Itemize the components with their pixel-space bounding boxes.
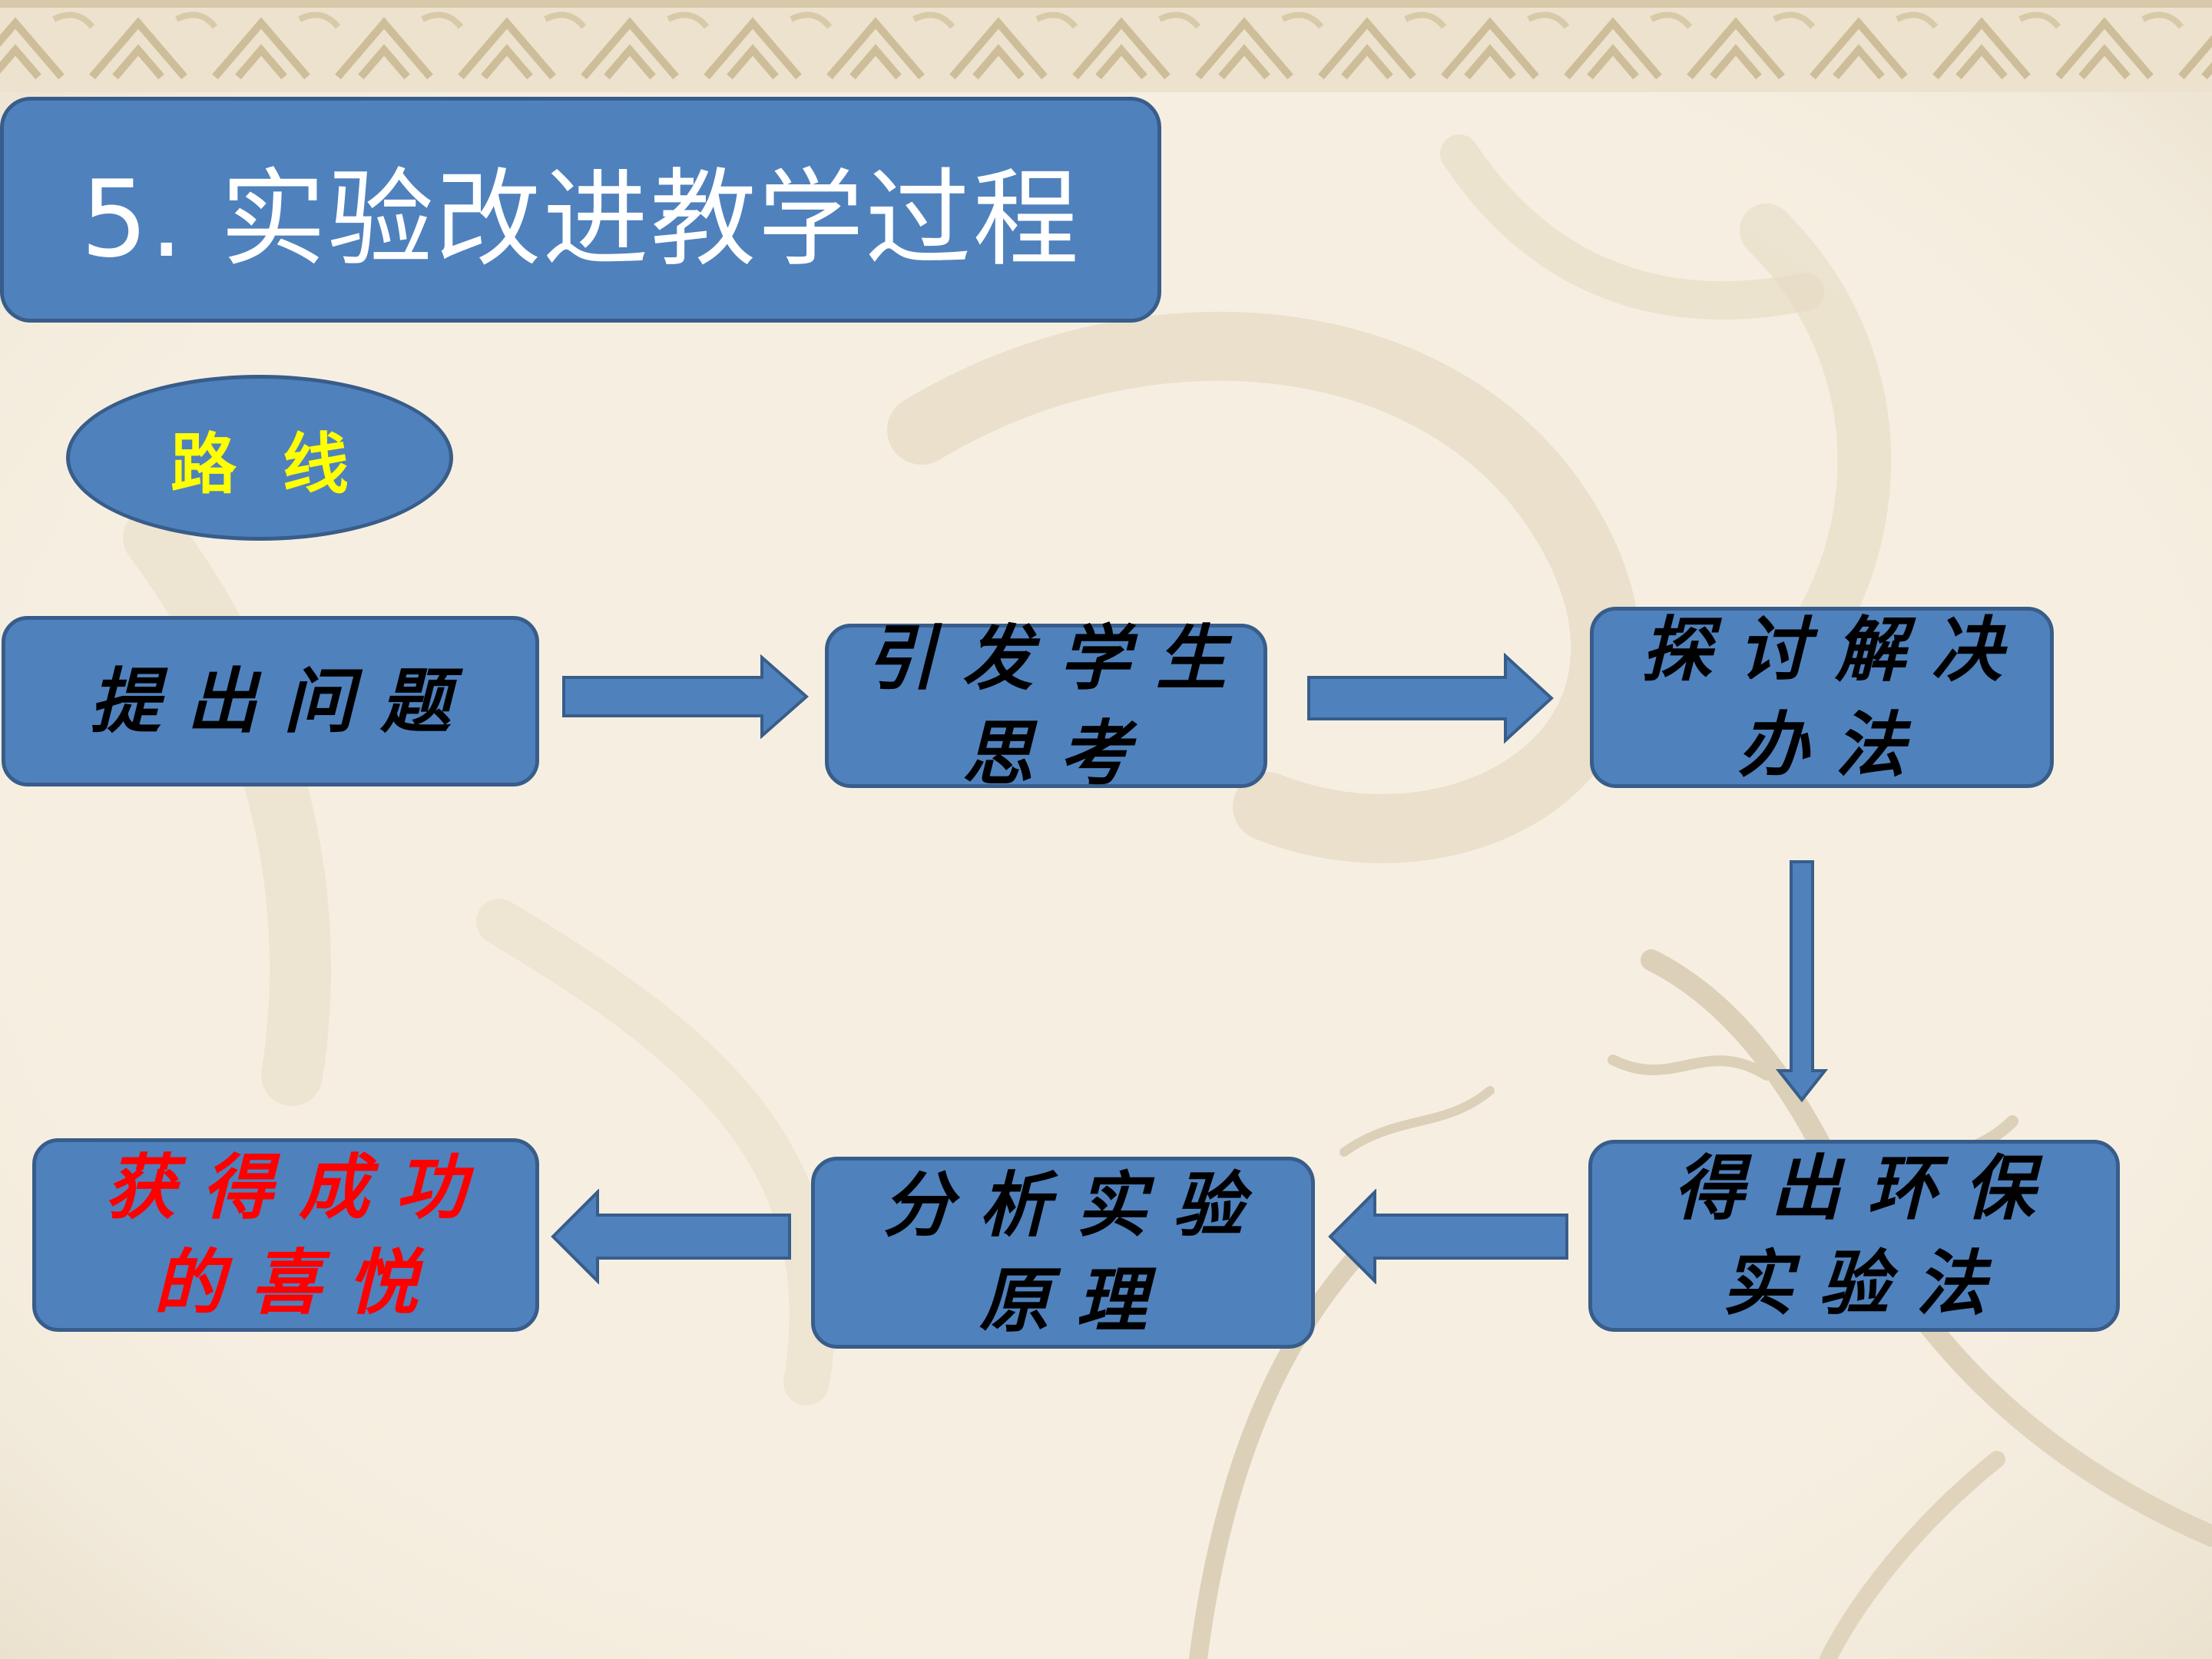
step-inspire-thinking: 引发学生思考	[825, 617, 1267, 795]
band-motif	[1441, 17, 1539, 80]
band-swirl	[1896, 12, 1939, 29]
step-analyze-principle: 分析实验原理	[811, 1157, 1315, 1349]
band-motif	[2178, 35, 2212, 80]
left-arrow-icon	[551, 1189, 791, 1284]
band-motif	[1687, 17, 1785, 80]
band-motif	[1564, 17, 1662, 80]
page-title: 5. 实验改进教学过程	[81, 157, 1081, 281]
band-swirl	[1035, 12, 1078, 29]
band-swirl	[544, 12, 587, 29]
band-swirl	[912, 12, 955, 29]
step-eco-experiment: 得出环保实验法	[1588, 1140, 2120, 1332]
title-banner: 5. 实验改进教学过程	[0, 97, 1161, 323]
band-swirl	[298, 12, 341, 29]
band-swirl	[1404, 12, 1447, 29]
band-swirl	[1281, 12, 1324, 29]
step-label: 获得成功的喜悦	[104, 1146, 492, 1324]
band-swirl	[2018, 12, 2061, 29]
band-swirl	[1650, 12, 1693, 29]
step-label: 分析实验原理	[882, 1164, 1270, 1342]
band-motif	[949, 17, 1048, 80]
left-arrow-icon	[1328, 1189, 1568, 1284]
step-raise-question: 提出问题	[2, 616, 539, 786]
band-motif	[2055, 17, 2154, 80]
band-swirl	[1158, 12, 1201, 29]
band-motif	[1932, 17, 2031, 80]
band-swirl	[667, 12, 710, 29]
step-label: 引发学生思考	[865, 617, 1253, 795]
band-motif	[0, 17, 65, 80]
band-motif	[826, 17, 925, 80]
band-motif	[458, 17, 556, 80]
band-swirl	[421, 12, 464, 29]
step-discuss-solution: 探讨解决办法	[1590, 607, 2054, 788]
band-motif	[704, 17, 802, 80]
step-label: 得出环保实验法	[1673, 1147, 2061, 1325]
decorative-border-band	[0, 0, 2212, 92]
right-arrow-icon	[1307, 653, 1554, 743]
band-swirl	[175, 12, 218, 29]
band-motif	[335, 17, 433, 80]
step-success-joy: 获得成功的喜悦	[32, 1138, 539, 1332]
band-swirl	[1527, 12, 1570, 29]
step-label: 探讨解决办法	[1641, 608, 2028, 786]
band-swirl	[790, 12, 833, 29]
band-motif	[1318, 17, 1416, 80]
route-label-oval: 路 线	[66, 375, 453, 541]
route-label: 路 线	[171, 426, 349, 503]
band-motif	[212, 17, 310, 80]
band-motif	[1810, 17, 1908, 80]
band-motif	[581, 17, 679, 80]
right-arrow-icon	[562, 654, 810, 739]
band-swirl	[52, 12, 95, 29]
band-motif	[89, 17, 187, 80]
band-motif	[1072, 17, 1171, 80]
down-arrow-icon	[1776, 860, 1828, 1103]
band-swirl	[2141, 12, 2184, 29]
band-swirl	[1773, 12, 1816, 29]
step-label: 提出问题	[89, 660, 477, 743]
band-motif	[1195, 17, 1293, 80]
